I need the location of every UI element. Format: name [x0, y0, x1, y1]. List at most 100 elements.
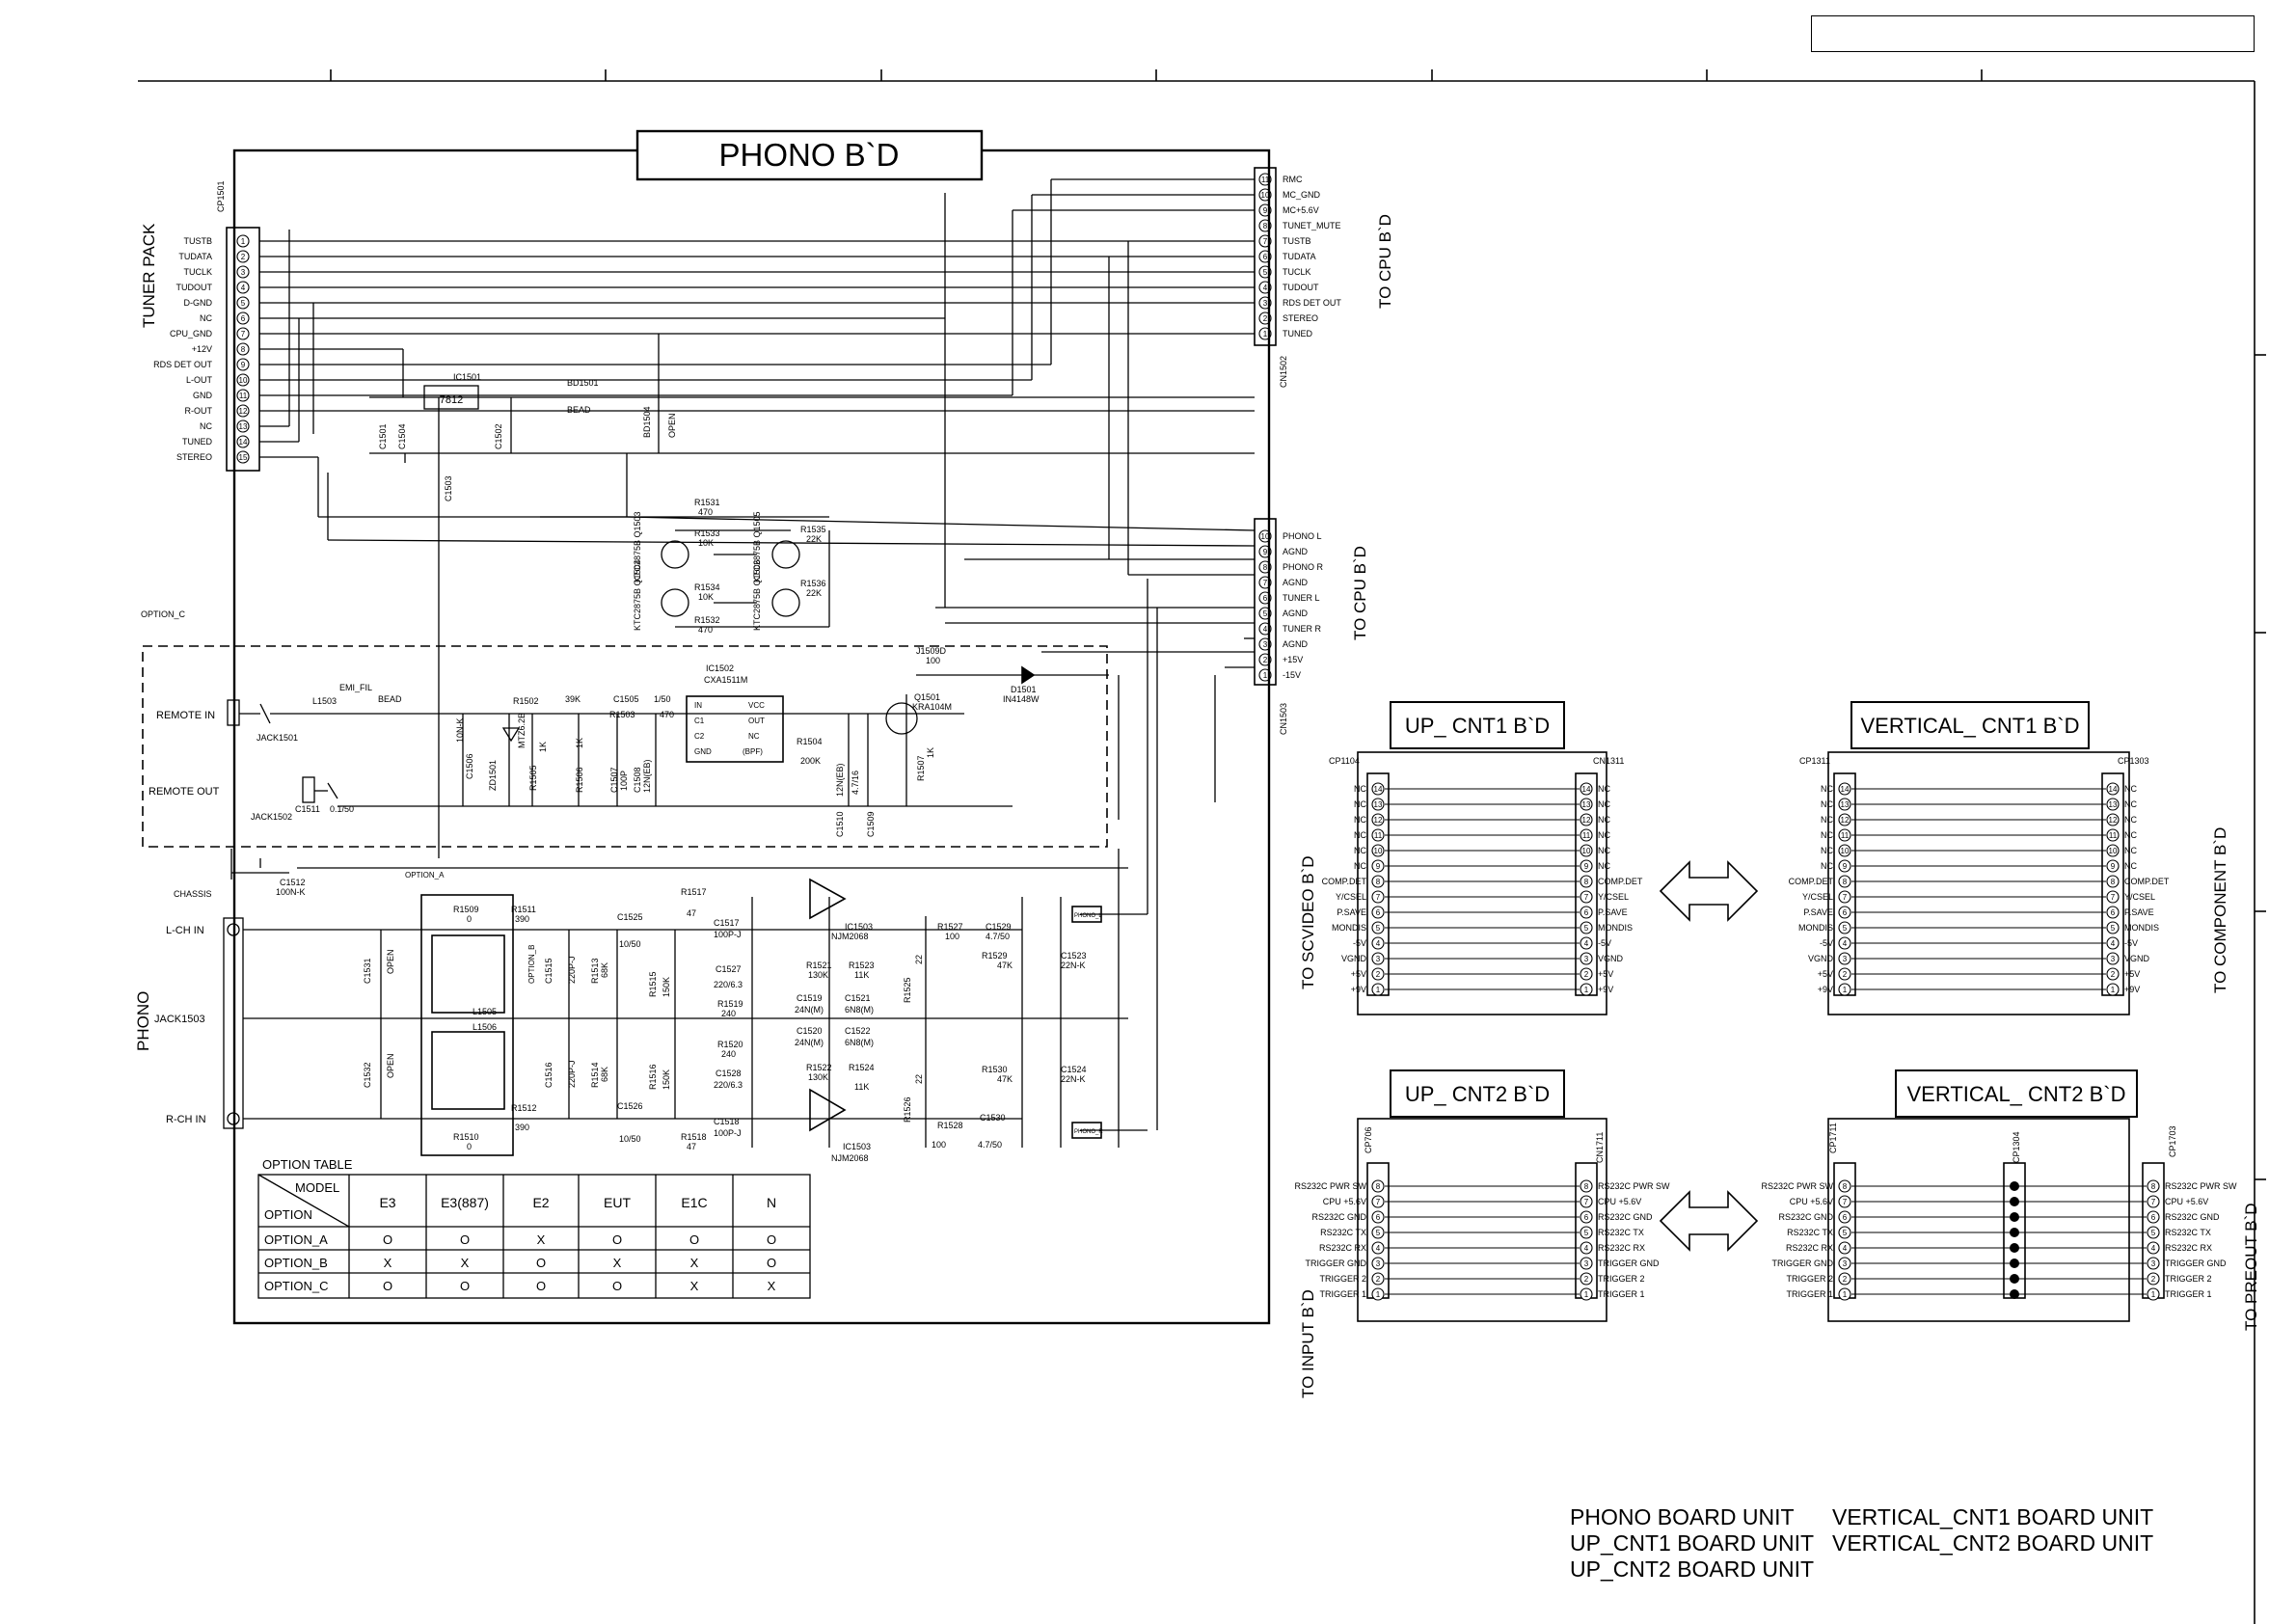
cn1503-pin-num-4: 7: [1263, 579, 1268, 587]
vertical-cnt2-pin: [1838, 1257, 1851, 1270]
vertical-cnt2-left-pin-label: RS232C PWR SW: [1761, 1181, 1833, 1191]
vertical-cnt1-left-pin-label: COMP.DET: [1789, 877, 1834, 886]
vertical-cnt1-pin-num: 3: [1843, 955, 1848, 963]
up-cnt2-pin: [1580, 1179, 1593, 1193]
r1529-label: R1529: [982, 951, 1008, 961]
up-cnt1-pin: [1371, 844, 1385, 857]
vertical-cnt1-right-pin-label: MONDIS: [2124, 923, 2159, 933]
r1529-value: 47K: [997, 961, 1013, 970]
up-cnt2-pin-num: 6: [1584, 1213, 1589, 1222]
cp1304-pin: [2010, 1228, 2019, 1237]
up-cnt2-pin: [1371, 1179, 1385, 1193]
legend-phono-board: PHONO BOARD UNIT: [1570, 1504, 1795, 1529]
r1502-value: 39K: [565, 694, 581, 704]
jack1503-label: JACK1503: [154, 1014, 205, 1025]
vertical-cnt2-pin-num: 6: [1843, 1213, 1848, 1222]
vertical-cnt1-right-pin-label: NC: [2124, 784, 2137, 794]
up-cnt1-pin-num: 2: [1376, 970, 1381, 979]
cp1501-pin-label: NC: [200, 421, 212, 431]
option-table-cell: O: [612, 1232, 622, 1247]
up-cnt2-left-pin-label: TRIGGER GND: [1305, 1259, 1366, 1268]
up-cnt1-pin: [1371, 983, 1385, 996]
cn1503-pin-7: [1258, 622, 1272, 636]
r1527-value: 100: [945, 932, 959, 941]
cp1311-label: CP1311: [1799, 756, 1830, 766]
r1526-value: 22: [914, 1074, 924, 1084]
cn1711-label: CN1711: [1595, 1132, 1605, 1163]
up-cnt2-pin-num: 7: [1376, 1198, 1381, 1206]
option-table-row-label: OPTION_A: [264, 1232, 328, 1247]
r1511-value: 390: [515, 914, 529, 924]
up-cnt2-pin-num: 3: [1584, 1259, 1589, 1268]
vertical-cnt1-pin-num: 2: [1843, 970, 1848, 979]
c1507-value: 100P: [619, 771, 629, 791]
r1510-value: 0: [467, 1142, 472, 1151]
up-cnt2-pin: [1371, 1226, 1385, 1239]
cp1501-pin-num-11: 11: [239, 392, 248, 400]
emi-bead-label: BEAD: [378, 694, 402, 704]
r1528-label: R1528: [937, 1121, 963, 1130]
vertical-cnt1-pin: [2106, 890, 2120, 904]
up-cnt1-pin-num: 8: [1584, 878, 1589, 886]
vertical-cnt1-left-pin-label: NC: [1821, 861, 1833, 871]
cn1502-pin-label: TUNET_MUTE: [1283, 221, 1341, 230]
up-cnt2-pin: [1371, 1257, 1385, 1270]
up-cnt2-pin: [1371, 1195, 1385, 1208]
jack1501-label: JACK1501: [257, 733, 298, 743]
vertical-cnt2-right-pin-label: TRIGGER 2: [2165, 1274, 2212, 1284]
cn1502-pin-2: [1258, 188, 1272, 202]
vertical-cnt1-pin: [1838, 906, 1851, 919]
cp1501-pin-12: [236, 404, 250, 418]
vertical-cnt1-pin: [2106, 921, 2120, 934]
c1526-value: 10/50: [619, 1134, 641, 1144]
up-cnt2-pin-num: 1: [1584, 1290, 1589, 1299]
up-cnt1-pin: [1371, 952, 1385, 965]
vertical-cnt1-right-pin-label: -5V: [2124, 938, 2138, 948]
cp1501-pin-label: TUDATA: [178, 252, 212, 261]
cp1501-pin-label: L-OUT: [186, 375, 213, 385]
r1536-value: 22K: [806, 588, 822, 598]
option-table-cell: O: [383, 1232, 392, 1247]
up-cnt1-left-pin-label: -5V: [1353, 938, 1366, 948]
c1523-value: 22N-K: [1061, 961, 1086, 970]
cp1501-pin-num-3: 3: [241, 268, 246, 277]
vertical-cnt1-pin-num: 11: [1841, 831, 1850, 840]
vertical-cnt2-pin: [1838, 1241, 1851, 1255]
l1506-label: L1506: [473, 1022, 497, 1032]
up-cnt1-left-pin-label: NC: [1354, 861, 1366, 871]
option-table-row-label: OPTION_C: [264, 1279, 328, 1293]
cp1501-pin-label: NC: [200, 313, 212, 323]
cn1503-pin-num-10: 1: [1263, 671, 1268, 680]
ic1501-value: 7812: [440, 394, 463, 406]
phono-l-tag-box: [1071, 906, 1102, 923]
cp1501-pin-num-6: 6: [241, 314, 246, 323]
cp1304-pin: [2010, 1212, 2019, 1222]
r1516-label: R1516: [648, 1064, 658, 1090]
phono-board-title: PHONO B`D: [718, 137, 899, 173]
up-cnt2-left-pin-label: RS232C PWR SW: [1294, 1181, 1366, 1191]
ic1501-label: IC1501: [453, 372, 481, 382]
up-cnt1-pin-num: 12: [1374, 816, 1383, 825]
option-table-model-header: E3(887): [441, 1195, 489, 1210]
cp1501-pin-num-7: 7: [241, 330, 246, 338]
vertical-cnt2-right-pin-label: RS232C RX: [2165, 1243, 2212, 1253]
remote-out-label: REMOTE OUT: [149, 786, 220, 798]
up-cnt2-pin-num: 8: [1376, 1182, 1381, 1191]
cp1501-pin-num-2: 2: [241, 253, 246, 261]
up-cnt2-right-pin-label: TRIGGER GND: [1598, 1259, 1660, 1268]
up-cnt2-left-pin-label: CPU +5.6V: [1323, 1197, 1366, 1206]
j1509-value: 100: [926, 656, 940, 665]
up-cnt1-right-pin-label: VGND: [1598, 954, 1624, 963]
vertical-cnt1-right-pin-label: Y/CSEL: [2124, 892, 2155, 902]
cp1501-pin-label: RDS DET OUT: [153, 360, 212, 369]
cn1503-pin-label: AGND: [1283, 578, 1309, 587]
up-cnt1-pin: [1371, 936, 1385, 950]
cp1501-pin-7: [236, 327, 250, 340]
vertical-cnt2-title-box: [1895, 1069, 2138, 1118]
cn1503-pin-label: +15V: [1283, 655, 1303, 664]
vertical-cnt1-left-pin-label: NC: [1821, 799, 1833, 809]
input-dest-label: TO INPUT B`D: [1299, 1289, 1317, 1398]
vertical-cnt1-right-pin-label: +5V: [2124, 969, 2140, 979]
r1518-value: 47: [687, 1142, 696, 1151]
vertical-cnt2-left-pin-label: CPU +5.6V: [1790, 1197, 1833, 1206]
